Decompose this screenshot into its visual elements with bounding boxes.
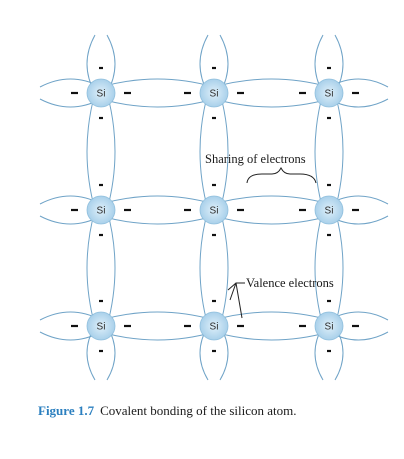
silicon-atom: Si	[299, 183, 359, 237]
silicon-atom: Si	[184, 66, 244, 120]
atom-symbol: Si	[325, 89, 334, 100]
atom-symbol: Si	[210, 206, 219, 217]
silicon-atom: Si	[184, 299, 244, 353]
bond-line	[100, 195, 215, 205]
atom-symbol: Si	[97, 89, 106, 100]
bond-line	[213, 98, 330, 108]
bond-line	[314, 209, 324, 327]
annotations: Sharing of electrons Valence electrons	[205, 152, 334, 319]
silicon-atom: Si	[299, 299, 359, 353]
bond-line	[314, 92, 324, 211]
bond-line	[86, 209, 96, 327]
bond-line	[213, 331, 330, 341]
atom-nucleus	[199, 78, 229, 108]
bond-line	[334, 209, 344, 327]
atom-nucleus	[199, 311, 229, 341]
bond-line	[213, 215, 330, 225]
atom-symbol: Si	[97, 322, 106, 333]
atom-symbol: Si	[210, 322, 219, 333]
bond-lines	[39, 34, 389, 381]
atom-nucleus	[314, 78, 344, 108]
atom-nucleus	[314, 195, 344, 225]
bond-line	[86, 92, 96, 211]
atom-nucleus	[86, 78, 116, 108]
atom-nucleus	[86, 311, 116, 341]
bond-line	[219, 209, 229, 327]
silicon-atom: Si	[299, 66, 359, 120]
bond-line	[100, 215, 215, 225]
silicon-atom: Si	[71, 299, 131, 353]
valence-electrons-label: Valence electrons	[246, 276, 334, 290]
sharing-brace	[246, 166, 317, 184]
caption-text: Covalent bonding of the silicon atom.	[100, 403, 297, 418]
bond-line	[213, 311, 330, 321]
atom-nucleus	[86, 195, 116, 225]
bond-line	[213, 195, 330, 205]
atom-nucleus	[314, 311, 344, 341]
atom-symbol: Si	[325, 322, 334, 333]
bond-line	[219, 92, 229, 211]
bond-line	[199, 209, 209, 327]
bond-line	[106, 209, 116, 327]
atom-symbol: Si	[210, 89, 219, 100]
bond-line	[199, 92, 209, 211]
bond-line	[100, 78, 215, 88]
atom-symbol: Si	[97, 206, 106, 217]
atom-symbol: Si	[325, 206, 334, 217]
atom-nucleus	[199, 195, 229, 225]
silicon-atom: Si	[71, 183, 131, 237]
bond-line	[100, 98, 215, 108]
bond-line	[100, 331, 215, 341]
bond-line	[334, 92, 344, 211]
valence-leader-line	[227, 282, 245, 319]
silicon-atom: Si	[71, 66, 131, 120]
figure-caption: Figure 1.7 Covalent bonding of the silico…	[38, 402, 368, 420]
bond-line	[100, 311, 215, 321]
figure-label: Figure 1.7	[38, 403, 95, 418]
silicon-atom: Si	[184, 183, 244, 237]
sharing-of-electrons-label: Sharing of electrons	[205, 152, 306, 166]
bond-line	[106, 92, 116, 211]
bond-line	[213, 78, 330, 88]
